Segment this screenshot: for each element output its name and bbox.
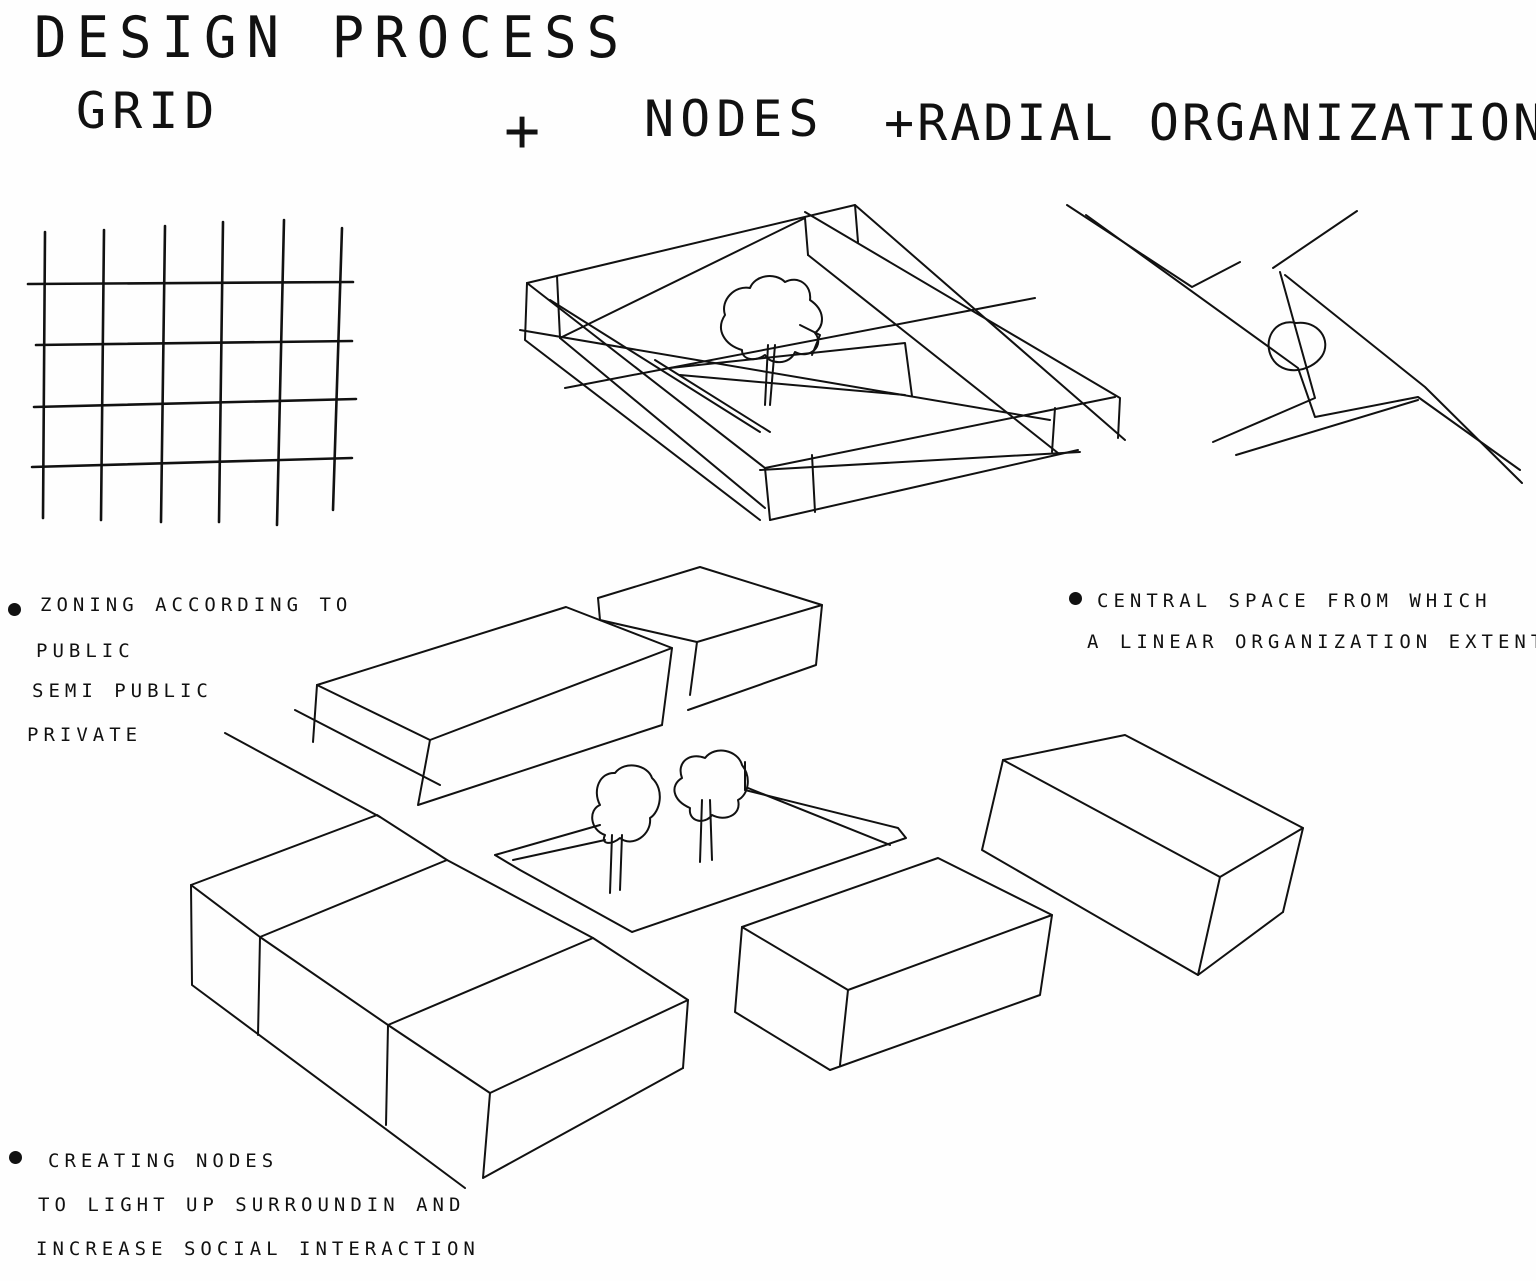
courtyard-node-sketch: [520, 205, 1125, 520]
note-creating-line3: INCREASE SOCIAL INTERACTION: [36, 1238, 480, 1260]
note-zoning-private: PRIVATE: [27, 724, 142, 746]
block-massing-sketch: [191, 567, 1303, 1188]
note-zoning-heading: ZONING ACCORDING TO: [40, 594, 352, 616]
note-central-line1: CENTRAL SPACE FROM WHICH: [1097, 590, 1492, 612]
bullet-zoning: [8, 603, 21, 616]
grid-sketch: [28, 220, 356, 525]
note-creating-line2: TO LIGHT UP SURROUNDIN AND: [38, 1194, 465, 1216]
note-creating-line1: CREATING NODES: [48, 1150, 278, 1172]
bullet-creating: [9, 1151, 22, 1164]
note-zoning-public: PUBLIC: [36, 640, 135, 662]
note-central-line2: A LINEAR ORGANIZATION EXTENTS: [1087, 631, 1536, 653]
note-zoning-semi-public: SEMI PUBLIC: [32, 680, 213, 702]
bullet-central: [1069, 592, 1082, 605]
radial-organization-sketch: [1067, 205, 1522, 483]
